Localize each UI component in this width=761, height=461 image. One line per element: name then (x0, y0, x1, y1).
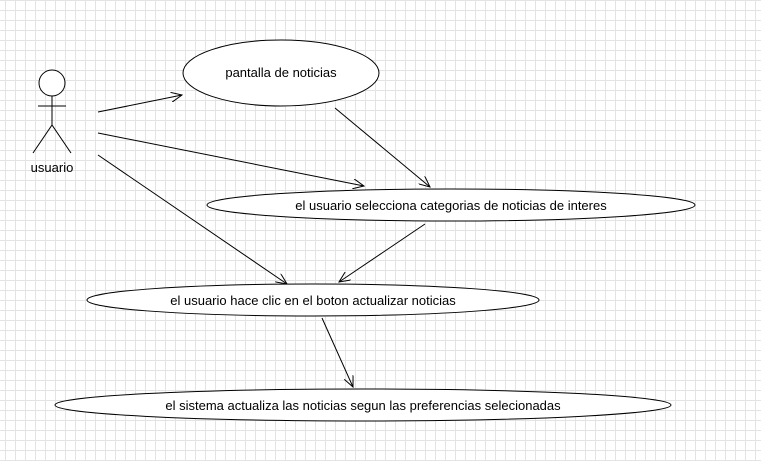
use-case-ellipse (182, 39, 380, 107)
use-case-label: el usuario hace clic en el boton actuali… (170, 293, 456, 308)
use-case-ellipse (206, 188, 696, 222)
use-case-hace-clic-actualizar[interactable]: el usuario hace clic en el boton actuali… (86, 283, 540, 317)
use-case-ellipse (86, 283, 540, 317)
use-case-ellipse (54, 388, 672, 422)
arrow-actor-to-pantalla[interactable] (97, 95, 182, 113)
actor-right-leg (51, 124, 72, 154)
actor-left-leg (32, 124, 53, 154)
arrow-actor-to-selecciona[interactable] (97, 132, 364, 186)
arrow-clic-to-sistema[interactable] (321, 317, 353, 387)
use-case-label: pantalla de noticias (225, 65, 337, 80)
actor-label: usuario (31, 160, 74, 175)
use-case-label: el sistema actualiza las noticias segun … (165, 398, 561, 413)
arrow-selecciona-to-clic[interactable] (339, 223, 426, 282)
use-case-pantalla-de-noticias[interactable]: pantalla de noticias (182, 39, 380, 107)
actor-head (38, 69, 66, 97)
arrow-pantalla-to-selecciona[interactable] (334, 107, 430, 187)
use-case-sistema-actualiza[interactable]: el sistema actualiza las noticias segun … (54, 388, 672, 422)
use-case-label: el usuario selecciona categorias de noti… (295, 198, 607, 213)
arrow-actor-to-clic[interactable] (97, 154, 287, 284)
actor-usuario[interactable]: usuario (31, 69, 74, 175)
use-case-selecciona-categorias[interactable]: el usuario selecciona categorias de noti… (206, 188, 696, 222)
